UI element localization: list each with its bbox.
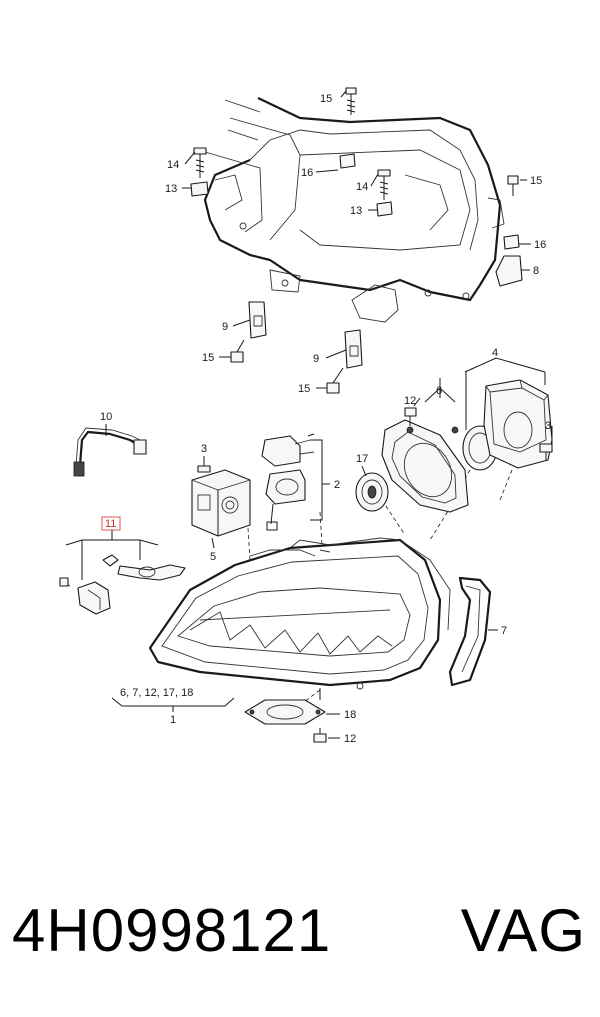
callout-9: 9 xyxy=(313,353,319,365)
callout-1: 1 xyxy=(170,714,176,726)
retainer-9-left xyxy=(248,301,267,339)
bolt-12-bottom xyxy=(313,728,327,743)
gasket-18 xyxy=(244,699,326,725)
nut-13-mid xyxy=(376,201,393,217)
repair-kit-11 xyxy=(59,554,186,615)
callout-15: 15 xyxy=(530,175,542,187)
callout-3: 3 xyxy=(545,420,551,432)
cap-17 xyxy=(355,472,389,512)
callout-13: 13 xyxy=(350,205,362,217)
headlight-housing-1 xyxy=(148,537,451,690)
lower-leader-lines xyxy=(65,357,553,739)
part-footer: 4H0998121 VAG xyxy=(0,895,600,975)
trim-strip-7 xyxy=(448,576,492,687)
retainer-9-right xyxy=(344,329,363,369)
bolt-14-left xyxy=(193,147,207,178)
callout-15: 15 xyxy=(202,352,214,364)
bolt-15-right xyxy=(507,175,519,196)
callout-18: 18 xyxy=(344,709,356,721)
callout-7: 7 xyxy=(501,625,507,637)
bolt-14-mid xyxy=(377,169,391,200)
brand-name: VAG xyxy=(460,897,586,964)
bolt-15-top xyxy=(345,87,357,115)
callout-3: 3 xyxy=(201,443,207,455)
exploded-parts-diagram: 15 16 14 13 14 13 15 16 8 9 15 9 15 10 3… xyxy=(59,87,553,745)
callout-labels: 15 16 14 13 14 13 15 16 8 9 15 9 15 10 3… xyxy=(100,93,551,745)
callout-15: 15 xyxy=(320,93,332,105)
control-unit-5 xyxy=(191,469,251,537)
callout-17: 17 xyxy=(356,453,368,465)
callout-8: 8 xyxy=(533,265,539,277)
callout-5: 5 xyxy=(210,551,216,563)
bolt-3-left xyxy=(197,460,211,473)
callout-11-highlighted[interactable]: 11 xyxy=(101,516,121,531)
upper-leader-lines xyxy=(182,90,531,389)
nut-13-left xyxy=(190,181,209,197)
light-module-4 xyxy=(483,379,553,469)
callout-6: 6 xyxy=(436,385,442,397)
callout-13: 13 xyxy=(165,183,177,195)
callout-12: 12 xyxy=(404,395,416,407)
callout-15: 15 xyxy=(298,383,310,395)
clip-nut-16-right xyxy=(503,234,520,250)
callout-10: 10 xyxy=(100,411,112,423)
bolt-15-right-lower xyxy=(326,367,344,394)
callout-1-group: 6, 7, 12, 17, 18 xyxy=(120,687,193,699)
wiring-harness-10 xyxy=(73,427,147,477)
callout-2: 2 xyxy=(334,479,340,491)
bolt-3-right xyxy=(539,443,553,460)
bezel-6 xyxy=(381,419,469,513)
bolt-12-top xyxy=(404,407,417,426)
callout-11: 11 xyxy=(105,518,116,530)
callout-14: 14 xyxy=(167,159,179,171)
callout-9: 9 xyxy=(222,321,228,333)
part-number: 4H0998121 xyxy=(12,897,332,964)
headlight-carrier-bracket xyxy=(203,97,505,323)
callout-16: 16 xyxy=(534,239,546,251)
callout-4: 4 xyxy=(492,347,498,359)
callout-12: 12 xyxy=(344,733,356,745)
adjuster-motor-2 xyxy=(261,433,315,531)
callout-14: 14 xyxy=(356,181,368,193)
bolt-15-left-lower xyxy=(230,339,245,363)
callout-16: 16 xyxy=(301,167,313,179)
clip-nut-16-top xyxy=(339,153,356,169)
bracket-8 xyxy=(495,255,523,287)
